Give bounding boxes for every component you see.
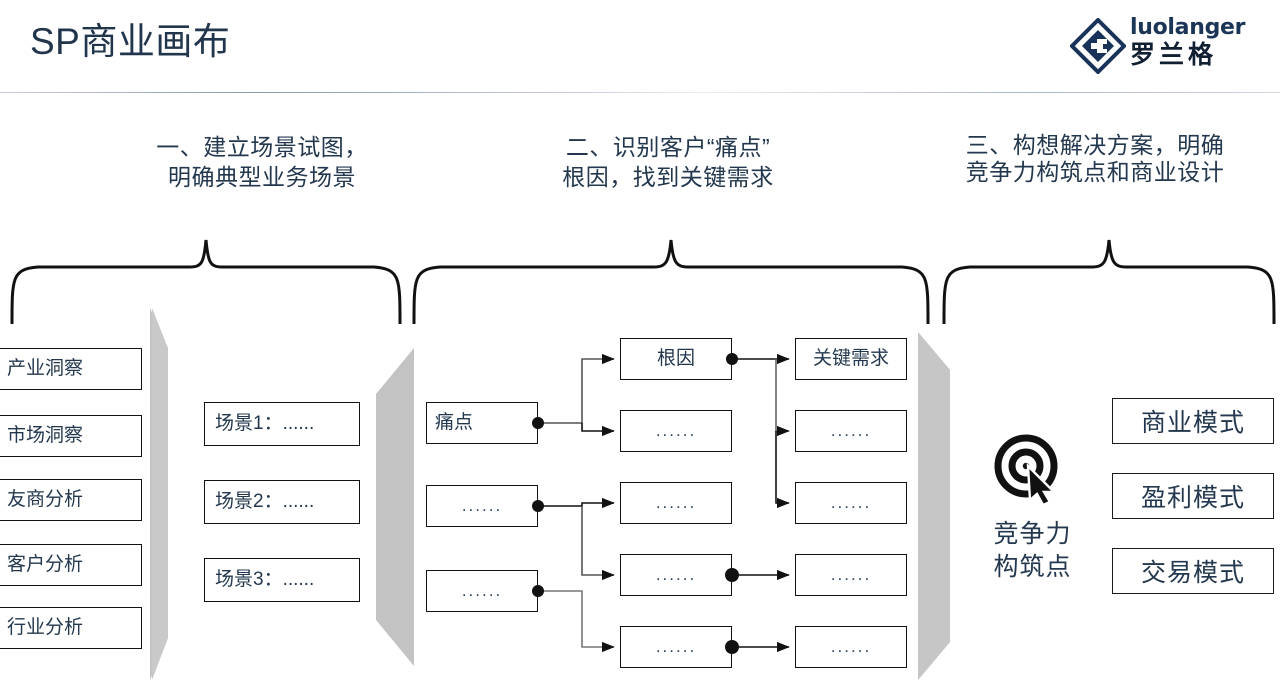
mode-label: 盈利模式 [1140, 484, 1245, 512]
scene-label: 场景1：...... [215, 413, 315, 434]
root-cause-label: ...... [655, 565, 697, 584]
brace-section-1 [8, 238, 404, 324]
key-need-label: ...... [830, 637, 872, 656]
brand-logo: luolanger 罗兰格 [1068, 12, 1266, 78]
logo-latin-text: luolanger [1130, 15, 1246, 40]
mode-box-profit[interactable]: 盈利模式 [1112, 473, 1274, 519]
slide-header: SP商业画布 luolanger 罗兰格 [0, 0, 1280, 93]
key-need-label: 关键需求 [812, 348, 889, 369]
insight-box-1[interactable]: 产业洞察 [0, 348, 142, 390]
logo-wordmark: luolanger 罗兰格 [1130, 15, 1266, 70]
scene-box-3[interactable]: 场景3：...... [204, 558, 360, 602]
key-need-box-4[interactable]: ...... [795, 554, 907, 596]
page-title: SP商业画布 [30, 21, 231, 62]
insight-label: 市场洞察 [7, 425, 84, 446]
mode-box-transaction[interactable]: 交易模式 [1112, 548, 1274, 594]
logo-chinese-text: 罗兰格 [1130, 41, 1218, 69]
pain-point-box-2[interactable]: ...... [426, 485, 538, 527]
header-divider [0, 92, 1280, 93]
mode-box-business[interactable]: 商业模式 [1112, 398, 1274, 444]
gray-band-middle [372, 348, 416, 666]
root-cause-label: ...... [655, 637, 697, 656]
section-heading-1: 一、建立场景试图， 明确典型业务场景 [156, 134, 368, 190]
root-cause-box-3[interactable]: ...... [620, 482, 732, 524]
key-need-label: ...... [830, 493, 872, 512]
pain-point-box-1[interactable]: 痛点 [426, 402, 538, 444]
pain-point-box-3[interactable]: ...... [426, 570, 538, 612]
pain-point-label: 痛点 [435, 412, 474, 433]
key-need-box-3[interactable]: ...... [795, 482, 907, 524]
root-cause-box-1[interactable]: 根因 [620, 338, 732, 380]
key-need-label: ...... [830, 565, 872, 584]
insight-label: 客户分析 [7, 554, 84, 575]
scene-box-1[interactable]: 场景1：...... [204, 402, 360, 446]
pain-point-label: ...... [461, 496, 503, 515]
diamond-logo-icon [1069, 17, 1127, 75]
scene-label: 场景2：...... [215, 491, 315, 512]
insight-label: 产业洞察 [7, 358, 84, 379]
insight-box-2[interactable]: 市场洞察 [0, 415, 142, 457]
gray-band-left [150, 308, 172, 680]
key-need-box-2[interactable]: ...... [795, 410, 907, 452]
root-cause-label: ...... [655, 493, 697, 512]
insight-label: 友商分析 [7, 489, 84, 510]
section-heading-2: 二、识别客户“痛点” 根因，找到关键需求 [562, 134, 774, 190]
target-cursor-icon [988, 432, 1072, 507]
root-cause-box-4[interactable]: ...... [620, 554, 732, 596]
insight-box-3[interactable]: 友商分析 [0, 479, 142, 521]
root-cause-box-2[interactable]: ...... [620, 410, 732, 452]
pain-point-label: ...... [461, 581, 503, 600]
insight-box-5[interactable]: 行业分析 [0, 607, 142, 649]
competitiveness-label: 竞争力 构筑点 [993, 520, 1072, 581]
brace-section-3 [940, 238, 1278, 324]
brace-section-2 [410, 238, 932, 324]
gray-band-right [916, 312, 956, 680]
section-heading-3: 三、构想解决方案，明确 竞争力构筑点和商业设计 [965, 132, 1225, 185]
root-cause-label: ...... [655, 421, 697, 440]
insight-label: 行业分析 [7, 617, 84, 638]
scene-box-2[interactable]: 场景2：...... [204, 480, 360, 524]
key-need-label: ...... [830, 421, 872, 440]
scene-label: 场景3：...... [215, 569, 315, 590]
key-need-box-5[interactable]: ...... [795, 626, 907, 668]
mode-label: 商业模式 [1140, 409, 1245, 437]
root-cause-label: 根因 [656, 348, 695, 369]
insight-box-4[interactable]: 客户分析 [0, 544, 142, 586]
mode-label: 交易模式 [1140, 559, 1245, 587]
root-cause-box-5[interactable]: ...... [620, 626, 732, 668]
key-need-box-1[interactable]: 关键需求 [795, 338, 907, 380]
